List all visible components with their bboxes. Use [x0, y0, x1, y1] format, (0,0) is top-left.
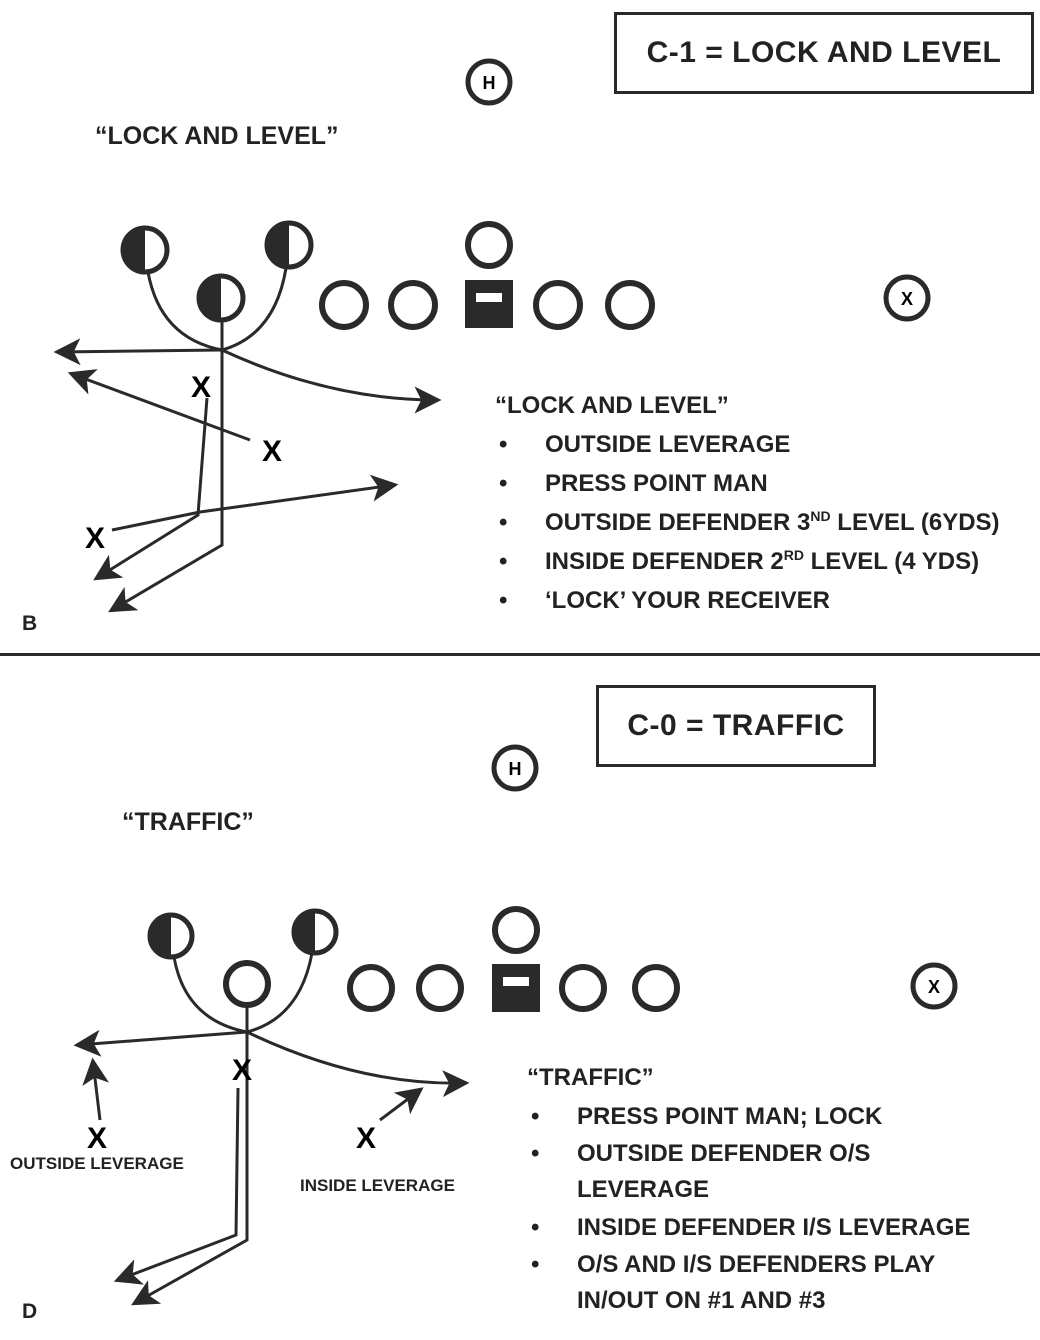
route-stem: [172, 956, 248, 1034]
corner-label: B: [22, 612, 38, 635]
note-item: PRESS POINT MAN: [495, 464, 1035, 503]
route-arrow: [53, 338, 223, 366]
defender-arrow: [67, 369, 251, 442]
x-marker-bottom: X: [910, 962, 958, 1010]
center-bottom: [492, 964, 540, 1012]
note-item: OUTSIDE DEFENDER O/S LEVERAGE: [527, 1136, 1032, 1208]
h-marker-top: H: [465, 58, 513, 106]
route-arrow: [131, 1032, 249, 1306]
note-text: LEVEL (6YDS): [830, 509, 1000, 536]
note-sup: ND: [810, 508, 831, 524]
center-mark-bottom: [503, 977, 529, 986]
note-text: PRESS POINT MAN; LOCK: [577, 1103, 883, 1130]
center-top: [465, 280, 513, 328]
formation-diagram-top: H: [53, 58, 931, 613]
note-item: OUTSIDE LEVERAGE: [495, 425, 1035, 464]
svg-text:H: H: [509, 759, 522, 779]
svg-text:X: X: [928, 977, 940, 997]
route-stem: [221, 267, 288, 352]
note-text: LEVEL (4 YDS): [803, 548, 980, 575]
note-item: INSIDE DEFENDER 2RD LEVEL (4 YDS): [495, 542, 1035, 581]
notes-heading: “TRAFFIC”: [527, 1064, 654, 1091]
lineman-top: [605, 280, 655, 330]
coaching-notes: “TRAFFIC” PRESS POINT MAN; LOCK OUTSIDE …: [527, 1058, 1032, 1319]
svg-text:H: H: [483, 73, 496, 93]
lineman-bottom: [347, 964, 395, 1012]
quarterback-top: [465, 221, 513, 269]
note-text: ‘LOCK’ YOUR RECEIVER: [545, 587, 830, 614]
note-item: O/S AND I/S DEFENDERS PLAY IN/OUT ON #1 …: [527, 1247, 1032, 1319]
receiver-3-bottom: [223, 960, 271, 1008]
note-text: INSIDE DEFENDER I/S LEVERAGE: [577, 1214, 971, 1241]
routes-top: [53, 267, 442, 613]
note-sup: RD: [783, 547, 804, 563]
route-arrow: [246, 1030, 470, 1098]
panel-traffic: H X: [0, 660, 1040, 1340]
call-name: “LOCK AND LEVEL”: [95, 122, 339, 150]
route-stem: [146, 271, 223, 352]
note-text: PRESS POINT MAN: [545, 470, 768, 497]
route-arrow: [73, 1029, 248, 1057]
lineman-top: [319, 280, 369, 330]
x-marker-top: X: [883, 274, 931, 322]
note-text: LEVERAGE: [577, 1176, 710, 1203]
lineman-top: [533, 280, 583, 330]
note-item: ‘LOCK’ YOUR RECEIVER: [495, 581, 1035, 620]
defender-x: X: [87, 1122, 107, 1155]
note-item: INSIDE DEFENDER I/S LEVERAGE: [527, 1208, 1032, 1247]
route-arrow: [221, 348, 442, 414]
coverage-title-box: C-0 = TRAFFIC: [596, 685, 876, 767]
lineman-top: [388, 280, 438, 330]
note-text: IN/OUT ON #1 AND #3: [577, 1287, 826, 1314]
notes-heading: “LOCK AND LEVEL”: [495, 392, 729, 419]
center-mark-top: [476, 293, 502, 302]
inside-leverage-label: INSIDE LEVERAGE: [300, 1176, 455, 1195]
coaching-notes: “LOCK AND LEVEL” OUTSIDE LEVERAGE PRESS …: [495, 386, 1035, 620]
coverage-title-box: C-1 = LOCK AND LEVEL: [614, 12, 1034, 94]
route-arrow: [108, 350, 224, 613]
call-name: “TRAFFIC”: [122, 808, 254, 836]
defender-arrow: [93, 397, 209, 581]
quarterback-bottom: [492, 906, 540, 954]
defender-arrow: [379, 1087, 424, 1122]
defender-x: X: [85, 522, 105, 555]
note-text: OUTSIDE DEFENDER 3: [545, 509, 811, 536]
note-text: OUTSIDE DEFENDER O/S: [577, 1140, 871, 1167]
receiver-1-top: [120, 225, 170, 275]
note-item: OUTSIDE DEFENDER 3ND LEVEL (6YDS): [495, 503, 1035, 542]
formation-diagram-bottom: H X: [73, 744, 958, 1306]
note-text: O/S AND I/S DEFENDERS PLAY: [577, 1251, 936, 1278]
defender-arrow: [82, 1057, 110, 1121]
note-text: OUTSIDE LEVERAGE: [545, 431, 791, 458]
lineman-bottom: [559, 964, 607, 1012]
defender-arrow: [113, 1087, 240, 1285]
note-item: PRESS POINT MAN; LOCK: [527, 1097, 1032, 1136]
coverage-title: C-0 = TRAFFIC: [627, 709, 845, 742]
defender-arrow: [111, 474, 399, 532]
coverage-title: C-1 = LOCK AND LEVEL: [646, 36, 1002, 69]
routes-bottom: [73, 952, 470, 1306]
receiver-1-bottom: [147, 912, 195, 960]
panel-lock-and-level: H: [0, 0, 1040, 655]
section-divider: [0, 653, 1040, 656]
defender-x: X: [232, 1054, 252, 1087]
corner-label: D: [22, 1300, 38, 1323]
defender-x: X: [191, 371, 211, 404]
note-text: INSIDE DEFENDER 2: [545, 548, 784, 575]
defender-x: X: [356, 1122, 376, 1155]
h-marker-bottom: H: [491, 744, 539, 792]
defender-x: X: [262, 435, 282, 468]
receiver-2-bottom: [291, 908, 339, 956]
lineman-bottom: [632, 964, 680, 1012]
lineman-bottom: [416, 964, 464, 1012]
route-stem: [246, 952, 314, 1034]
receiver-3-top: [196, 273, 246, 323]
receiver-2-top: [264, 220, 314, 270]
outside-leverage-label: OUTSIDE LEVERAGE: [10, 1154, 184, 1173]
svg-text:X: X: [901, 289, 913, 309]
